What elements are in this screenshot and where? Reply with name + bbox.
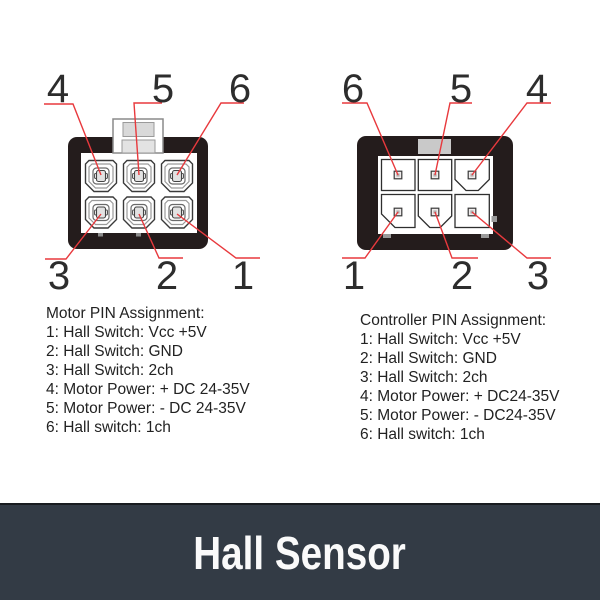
pin-assignment-line: 3: Hall Switch: 2ch (46, 362, 174, 379)
motor-leader-lines (44, 102, 260, 260)
controller-leader-lines (342, 102, 551, 259)
controller-pin-assignment-title: Controller PIN Assignment: (360, 312, 547, 329)
leader-line-1 (176, 213, 260, 259)
controller-connector-diagram: 6 5 4 1 2 3 (342, 67, 551, 298)
leader-line-3 (471, 211, 551, 259)
pin-socket-6 (160, 159, 194, 193)
controller-pin-number: 6 (342, 67, 364, 111)
pin-assignment-line: 1: Hall Switch: Vcc +5V (360, 331, 521, 348)
motor-pin-assignment-title: Motor PIN Assignment: (46, 305, 205, 322)
controller-pin-number: 5 (450, 67, 472, 111)
leader-line-5 (434, 102, 472, 176)
motor-pin-number: 2 (156, 254, 178, 298)
controller-pin-number: 3 (527, 254, 549, 298)
leader-line-2 (434, 211, 478, 259)
leader-line-6 (176, 102, 244, 176)
banner-title: Hall Sensor (193, 526, 407, 579)
controller-pin-number: 1 (343, 254, 365, 298)
controller-bottom-tab (481, 234, 489, 238)
motor-bottom-tab (98, 233, 103, 237)
pin-assignment-line: 1: Hall Switch: Vcc +5V (46, 324, 207, 341)
pin-assignment-line: 6: Hall switch: 1ch (46, 419, 171, 436)
pin-assignment-line: 5: Motor Power: - DC 24-35V (46, 400, 246, 417)
leader-line-5 (133, 102, 162, 176)
motor-latch-clip (112, 118, 164, 154)
leader-line-2 (138, 213, 183, 259)
leader-line-3 (45, 213, 102, 260)
controller-side-notch (491, 216, 497, 222)
pin-socket-2 (122, 196, 156, 229)
controller-latch-recess (418, 139, 451, 154)
motor-bottom-tab (136, 233, 141, 237)
controller-pin-assignment-list: Controller PIN Assignment: 1: Hall Switc… (360, 311, 559, 444)
pin-assignment-line: 5: Motor Power: - DC24-35V (360, 407, 556, 424)
leader-line-4 (471, 102, 551, 176)
pin-assignment-line: 2: Hall Switch: GND (46, 343, 183, 360)
motor-connector-diagram: 4 5 6 3 2 1 (44, 67, 260, 298)
controller-pin-number: 4 (526, 67, 548, 111)
leader-line-1 (342, 211, 399, 259)
controller-pin-number: 2 (451, 254, 473, 298)
pin-assignment-line: 4: Motor Power: + DC24-35V (360, 388, 560, 405)
pin-socket-4 (84, 159, 118, 193)
pin-assignment-line: 4: Motor Power: + DC 24-35V (46, 381, 250, 398)
motor-pin-number: 1 (232, 254, 254, 298)
pin-socket-3 (84, 196, 118, 229)
leader-line-4 (44, 103, 102, 176)
motor-pin-number: 6 (229, 67, 251, 111)
pin-assignment-line: 6: Hall switch: 1ch (360, 426, 485, 443)
pin-assignment-line: 3: Hall Switch: 2ch (360, 369, 488, 386)
banner: Hall Sensor (0, 503, 600, 600)
leader-line-6 (342, 102, 399, 176)
pin-socket-1 (160, 196, 194, 229)
pin-assignment-line: 2: Hall Switch: GND (360, 350, 497, 367)
motor-pin-assignment-list: Motor PIN Assignment: 1: Hall Switch: Vc… (46, 304, 250, 437)
motor-pin-number: 5 (152, 67, 174, 111)
motor-pin-number: 3 (48, 254, 70, 298)
controller-bottom-tab (383, 234, 391, 238)
motor-pin-number: 4 (47, 67, 69, 111)
